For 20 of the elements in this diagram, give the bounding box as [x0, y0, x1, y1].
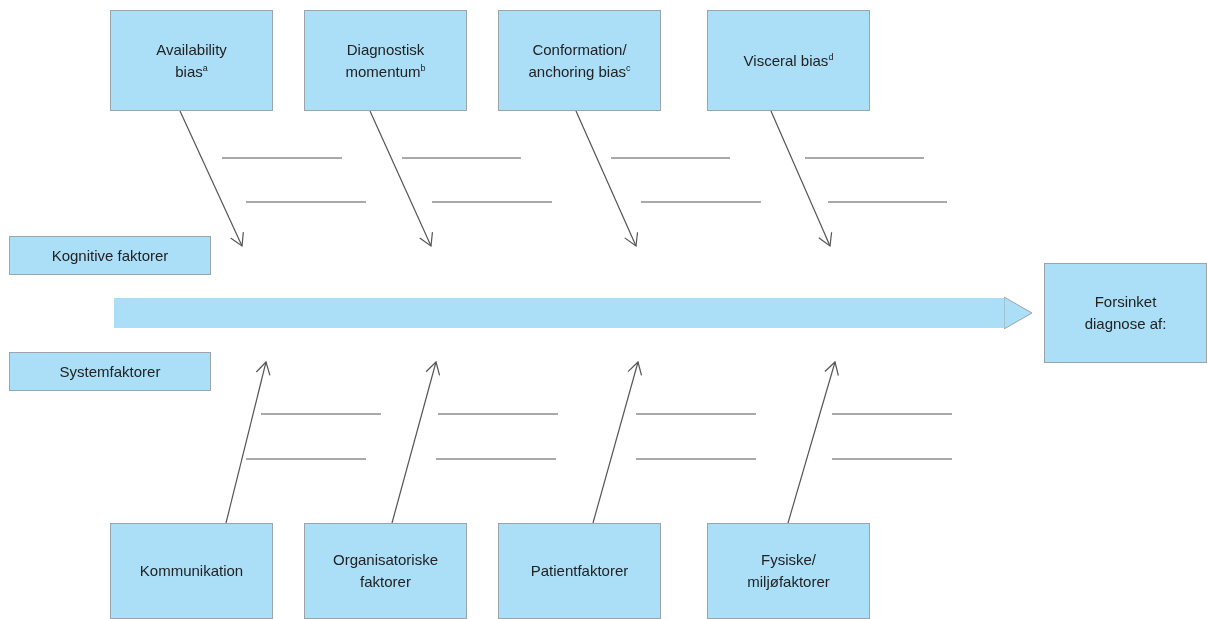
- cause-box: Diagnostisk momentum$^{b}$: [304, 10, 467, 111]
- cause-box: Visceral bias$^{d}$: [707, 10, 870, 111]
- cause-box: Availability bias$^{a}$: [110, 10, 273, 111]
- cause-box: Kommunikation: [110, 523, 273, 619]
- arrow: [787, 361, 839, 524]
- arrow: [369, 110, 434, 247]
- arrow: [179, 110, 244, 247]
- cause-box: Organisatoriske faktorer: [304, 523, 467, 619]
- cause-box: Patientfaktorer: [498, 523, 661, 619]
- spine-arrow: [114, 296, 1033, 330]
- effect-box: Forsinket diagnose af:: [1044, 263, 1207, 363]
- cause-box: Systemfaktorer: [9, 352, 211, 391]
- cause-box: Kognitive faktorer: [9, 236, 211, 275]
- arrow: [225, 361, 271, 524]
- arrow: [770, 110, 833, 247]
- arrow: [592, 361, 643, 524]
- cause-box: Conformation/ anchoring bias$^{c}$: [498, 10, 661, 111]
- arrow: [575, 110, 639, 247]
- cause-box: Fysiske/ miljøfaktorer: [707, 523, 870, 619]
- arrow: [391, 361, 441, 524]
